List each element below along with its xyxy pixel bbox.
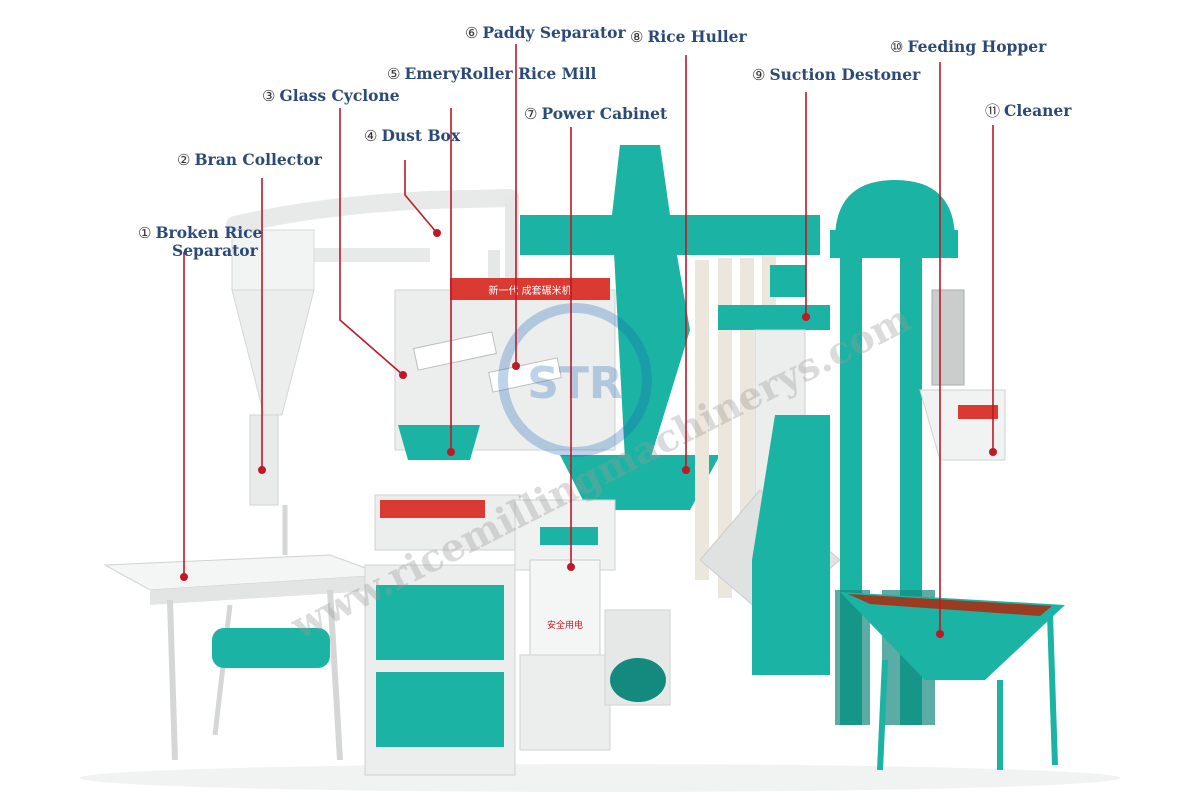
leader-dot-emery-roller-rice-mill [447, 448, 455, 456]
label-number: ⑤ [387, 65, 401, 83]
label-number: ⑦ [524, 105, 538, 123]
leader-line-glass-cyclone [339, 108, 404, 376]
leader-dot-suction-destoner [802, 313, 810, 321]
rice-mill-body: 新一代 成套碾米机 [374, 278, 720, 551]
label-text-line2: Separator [172, 241, 258, 260]
label-number: ⑥ [465, 24, 479, 42]
label-text: Feeding Hopper [907, 37, 1047, 56]
leader-dot-power-cabinet [567, 563, 575, 571]
brand-watermark: STR [498, 303, 652, 457]
power-cabinet-machine: 安全用电 [514, 499, 671, 751]
label-number: ① [138, 224, 152, 242]
leader-dot-paddy-separator [512, 362, 520, 370]
leader-dot-rice-huller [682, 466, 690, 474]
label-text: Bran Collector [194, 150, 322, 169]
leader-dot-cleaner [989, 448, 997, 456]
label-number: ⑨ [752, 66, 766, 84]
label-text: Glass Cyclone [279, 86, 400, 105]
machine-banner-text: 新一代 成套碾米机 [488, 284, 571, 297]
label-number: ⑩ [890, 38, 904, 56]
leader-dot-dust-box [433, 229, 441, 237]
label-text: EmeryRoller Rice Mill [404, 64, 597, 83]
label-text: Cleaner [1004, 101, 1072, 120]
label-text: Dust Box [381, 126, 461, 145]
label-text: Rice Huller [647, 27, 747, 46]
feeding-hopper-machine [840, 592, 1065, 771]
label-number: ⑧ [630, 28, 644, 46]
cleaner-machine [919, 289, 1006, 461]
label-text: Suction Destoner [769, 65, 921, 84]
suction-destoner-machine [699, 265, 841, 675]
label-text: Paddy Separator [482, 23, 626, 42]
leader-dot-glass-cyclone [399, 371, 407, 379]
leader-dot-bran-collector [258, 466, 266, 474]
label-number: ② [177, 151, 191, 169]
base-cabinet [364, 564, 516, 776]
leader-dot-broken-rice-separator [180, 573, 188, 581]
label-text: Broken Rice [155, 223, 263, 242]
leader-lines [180, 44, 997, 638]
bran-collector-machine [231, 229, 315, 555]
broken-rice-separator-machine [103, 554, 386, 761]
watermark-brand: STR [527, 358, 623, 409]
label-number: ⑪ [985, 102, 1001, 120]
safety-label: 安全用电 [547, 619, 583, 631]
label-text: Power Cabinet [541, 104, 668, 123]
leader-line-dust-box [404, 160, 438, 234]
label-number: ④ [364, 127, 378, 145]
label-number: ③ [262, 87, 276, 105]
leader-dot-feeding-hopper [936, 630, 944, 638]
